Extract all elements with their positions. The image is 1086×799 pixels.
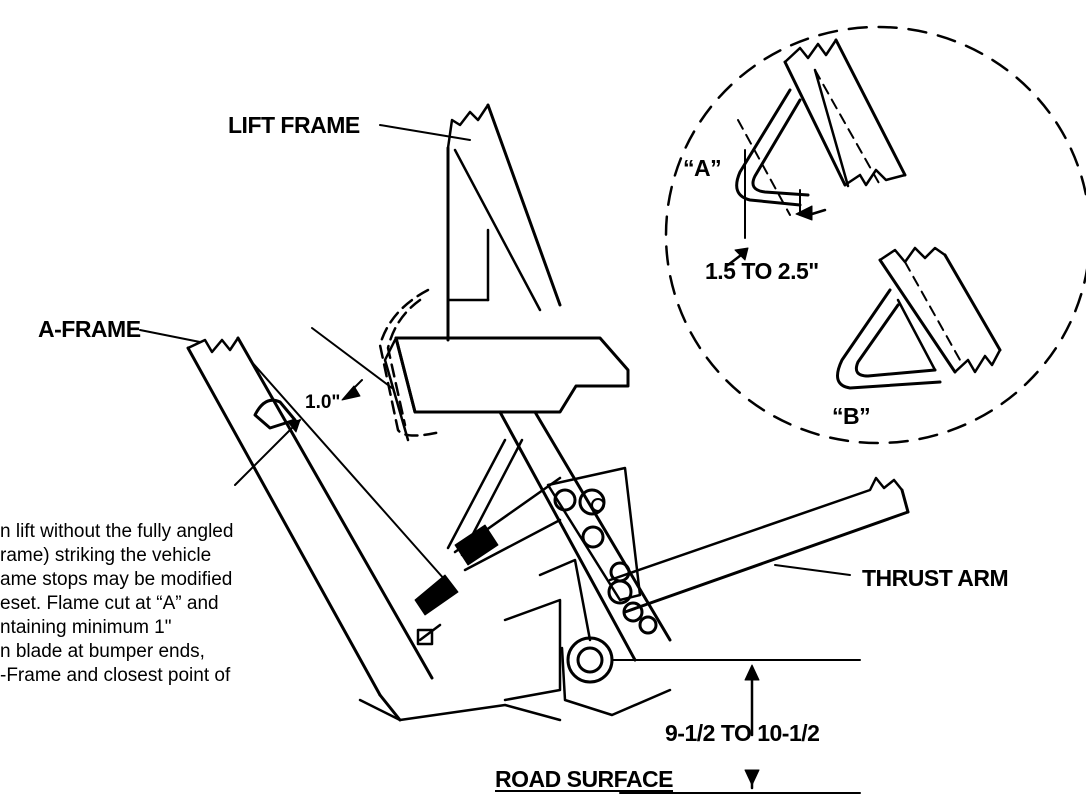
detail-circle bbox=[664, 25, 1086, 445]
cross-member bbox=[383, 336, 630, 442]
dimension-1in bbox=[234, 327, 393, 486]
thrust-arm-label: THRUST ARM bbox=[862, 565, 1009, 591]
a-frame-label: A-FRAME bbox=[38, 316, 141, 342]
thrust-arm bbox=[607, 476, 910, 614]
road-surface-label: ROAD SURFACE bbox=[495, 766, 674, 792]
stop-profile bbox=[378, 288, 442, 437]
note-line: n blade at bumper ends, bbox=[0, 641, 205, 662]
pivot-joint bbox=[560, 636, 861, 717]
a-frame bbox=[139, 329, 592, 722]
detail-a-bracket bbox=[726, 38, 907, 267]
note-line: rame) striking the vehicle bbox=[0, 545, 212, 566]
note-line: ame stops may be modified bbox=[0, 569, 233, 590]
note-line: -Frame and closest point of bbox=[0, 665, 231, 686]
detail-a-label: “A” bbox=[683, 155, 722, 181]
dimension-height-label: 9-1/2 TO 10-1/2 bbox=[665, 720, 820, 746]
note-line: n lift without the fully angled bbox=[0, 521, 234, 542]
detail-b-bracket bbox=[836, 246, 1002, 390]
dimension-height bbox=[619, 664, 861, 794]
main-beam bbox=[498, 410, 672, 662]
detail-b-label: “B” bbox=[832, 403, 871, 429]
dimension-gap-label: 1.5 TO 2.5" bbox=[705, 258, 819, 284]
instruction-note: n lift without the fully angled rame) st… bbox=[0, 520, 330, 688]
note-line: ntaining minimum 1" bbox=[0, 617, 172, 638]
lift-frame-label: LIFT FRAME bbox=[228, 112, 360, 138]
note-line: eset. Flame cut at “A” and bbox=[0, 593, 219, 614]
lift-frame bbox=[379, 103, 562, 342]
dimension-1in-label: 1.0" bbox=[305, 392, 341, 413]
